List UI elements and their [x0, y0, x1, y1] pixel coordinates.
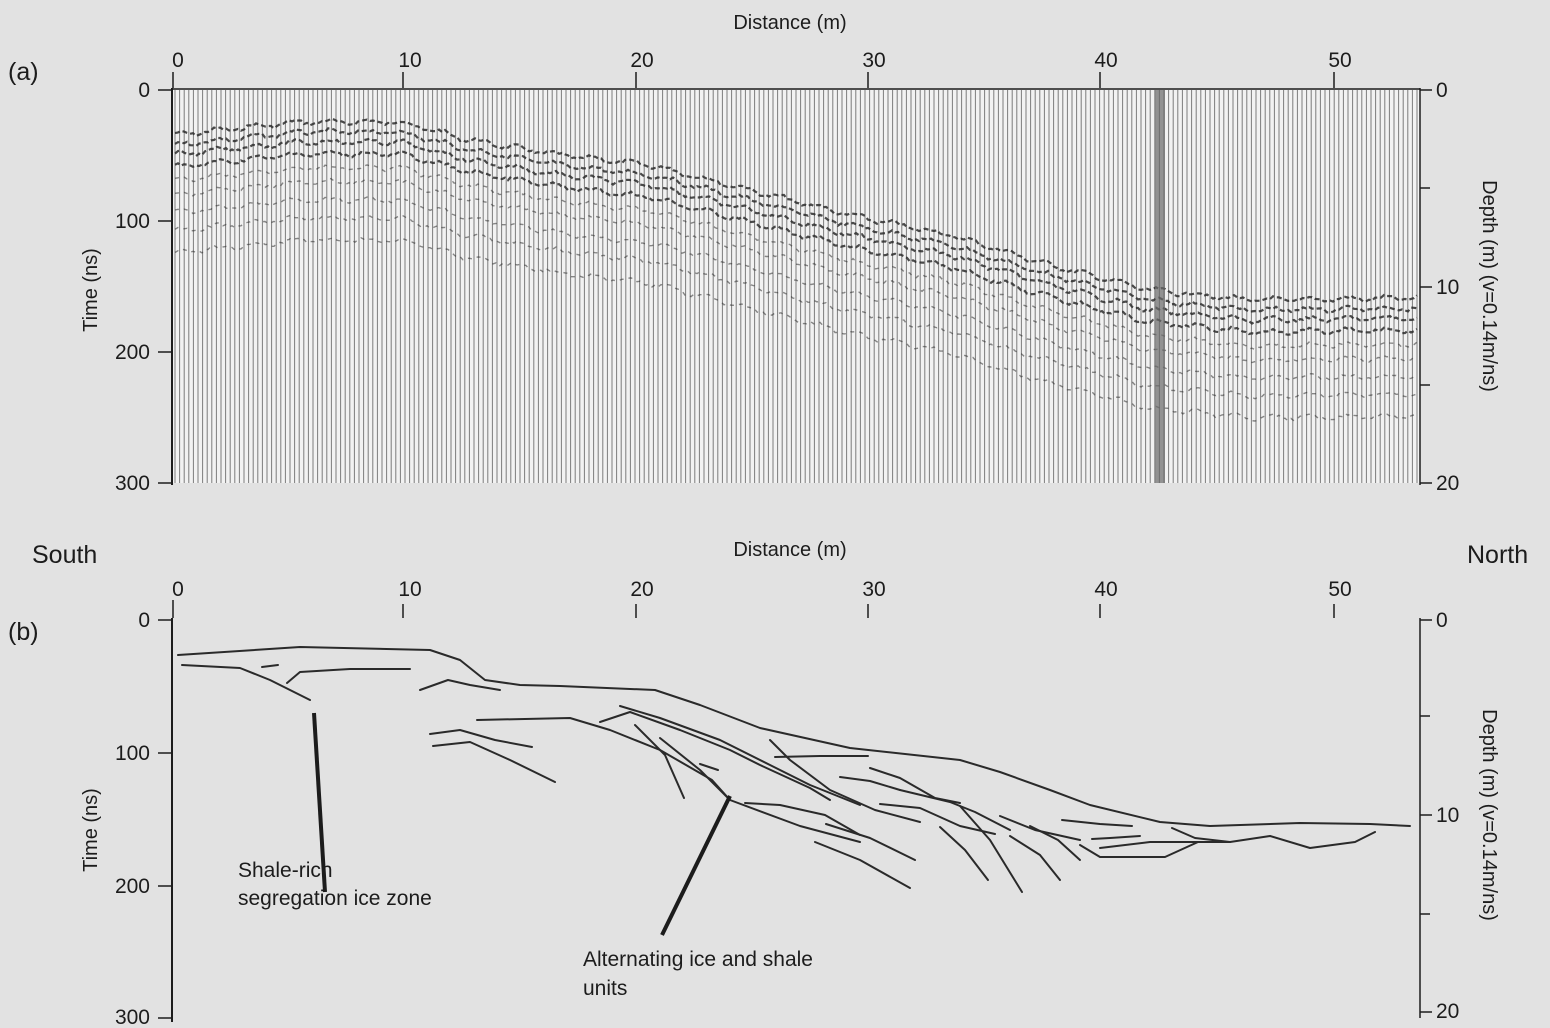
orientation-north-label: North	[1467, 541, 1528, 569]
annotation-shale-zone-line2: segregation ice zone	[238, 887, 432, 910]
reflector-line	[1079, 841, 1199, 858]
annotation-alternating-line2: units	[583, 977, 627, 1000]
radargram-reflections	[174, 117, 1418, 422]
radargram-reflection	[174, 137, 1418, 325]
reflector-line	[429, 729, 533, 748]
annotation-alternating-line1: Alternating ice and shale	[583, 948, 813, 971]
panel-a-depth-tick: 10	[1436, 276, 1459, 299]
panel-b-y-tick: 300	[115, 1006, 150, 1028]
radargram-traces	[174, 90, 1418, 483]
panel-a-x-tick: 30	[862, 49, 885, 72]
panel-b-x-tick: 30	[862, 578, 885, 601]
panel-a-depth-ticks: 0 10 20	[1420, 79, 1459, 495]
reflector-line	[744, 802, 861, 836]
reflector-line	[839, 776, 901, 791]
panel-b-depth-axis-title: Depth (m) (v=0.14m/ns)	[1478, 709, 1500, 921]
panel-a-y-tick: 200	[115, 341, 150, 364]
reflector-line	[1029, 825, 1081, 861]
panel-a-y-tick: 0	[138, 79, 150, 102]
annotation-pointer-shale	[312, 712, 327, 893]
panel-b-label: (b)	[8, 618, 39, 646]
panel-b-depth-tick: 20	[1436, 1000, 1459, 1023]
reflector-line	[939, 826, 989, 881]
panel-b-x-tick: 0	[172, 578, 184, 601]
reflector-line	[1091, 835, 1141, 840]
reflector-line	[619, 705, 861, 806]
panel-b-y-tick: 0	[138, 609, 150, 632]
reflector-line	[177, 646, 1411, 827]
annotation-shale-zone-line1: Shale-rich	[238, 859, 333, 882]
reflector-line	[1171, 827, 1376, 849]
reflector-line	[476, 717, 731, 801]
panel-b-y-tick: 100	[115, 742, 150, 765]
panel-b-x-tick: 10	[398, 578, 421, 601]
reflector-line	[599, 711, 831, 801]
panel-b: (b) Distance (m) 0 10 20 30 40 50 0 100 …	[8, 539, 1500, 1028]
panel-a-x-tick: 10	[398, 49, 421, 72]
radargram-reflection	[174, 196, 1418, 382]
radargram-reflection	[174, 117, 1418, 303]
panel-a-y-tick: 300	[115, 472, 150, 495]
radargram-reflection	[174, 236, 1418, 422]
reflector-line	[1009, 835, 1061, 881]
panel-b-y-tick: 200	[115, 875, 150, 898]
panel-b-x-axis-title: Distance (m)	[733, 539, 846, 561]
panel-a-x-tick: 20	[630, 49, 653, 72]
panel-a-x-tick: 40	[1094, 49, 1117, 72]
reflector-line	[999, 815, 1081, 841]
panel-a-label: (a)	[8, 58, 39, 86]
reflector-line	[774, 755, 869, 758]
panel-a: (a) Distance (m) 0 10 20 30 40 50 0 100 …	[8, 12, 1500, 495]
panel-a-depth-tick: 20	[1436, 472, 1459, 495]
radargram-reflection	[174, 164, 1418, 351]
radargram-dark-trace-band	[1155, 90, 1165, 483]
radargram-reflection	[174, 149, 1418, 336]
panel-b-y-axis-title: Time (ns)	[80, 788, 102, 872]
reflector-line	[634, 724, 685, 799]
panel-a-x-axis-title: Distance (m)	[733, 12, 846, 34]
reflector-line	[1099, 841, 1231, 849]
panel-a-x-tick: 0	[172, 49, 184, 72]
radargram-image	[173, 90, 1420, 483]
reflector-line	[432, 741, 556, 783]
panel-a-depth-tick: 0	[1436, 79, 1448, 102]
panel-b-x-ticks: 0 10 20 30 40 50	[172, 578, 1352, 618]
reflector-line	[286, 668, 411, 684]
panel-a-y-tick: 100	[115, 210, 150, 233]
reflector-line	[879, 803, 996, 835]
radargram-reflection	[174, 177, 1418, 364]
reflector-line	[769, 739, 921, 823]
panel-a-depth-axis-title: Depth (m) (v=0.14m/ns)	[1478, 180, 1500, 392]
reflector-line	[699, 763, 719, 771]
reflector-line	[419, 679, 501, 691]
reflector-line	[899, 789, 1011, 831]
panel-b-y-ticks: 0 100 200 300	[115, 609, 172, 1028]
panel-b-depth-ticks: 0 10 20	[1420, 609, 1459, 1023]
reflector-line	[181, 664, 311, 701]
panel-a-y-axis-title: Time (ns)	[80, 248, 102, 332]
panel-b-depth-tick: 10	[1436, 804, 1459, 827]
orientation-south-label: South	[32, 541, 97, 569]
radargram-reflection	[174, 127, 1418, 314]
reflector-line	[959, 805, 1023, 893]
panel-a-x-ticks: 0 10 20 30 40 50	[172, 49, 1352, 88]
annotation-pointer-alternating	[660, 795, 732, 936]
panel-b-x-tick: 20	[630, 578, 653, 601]
panel-b-x-tick: 50	[1328, 578, 1351, 601]
panel-b-depth-tick: 0	[1436, 609, 1448, 632]
reflector-line	[261, 664, 279, 668]
annotation-alternating-units: Alternating ice and shale units	[583, 948, 819, 1000]
reflector-line	[814, 841, 911, 889]
annotation-shale-zone: Shale-rich segregation ice zone	[238, 859, 432, 910]
panel-b-x-tick: 40	[1094, 578, 1117, 601]
panel-a-y-ticks: 0 100 200 300	[115, 79, 172, 495]
interpreted-reflectors	[177, 646, 1411, 893]
panel-a-x-tick: 50	[1328, 49, 1351, 72]
reflector-line	[1061, 819, 1133, 827]
reflector-line	[825, 823, 916, 861]
